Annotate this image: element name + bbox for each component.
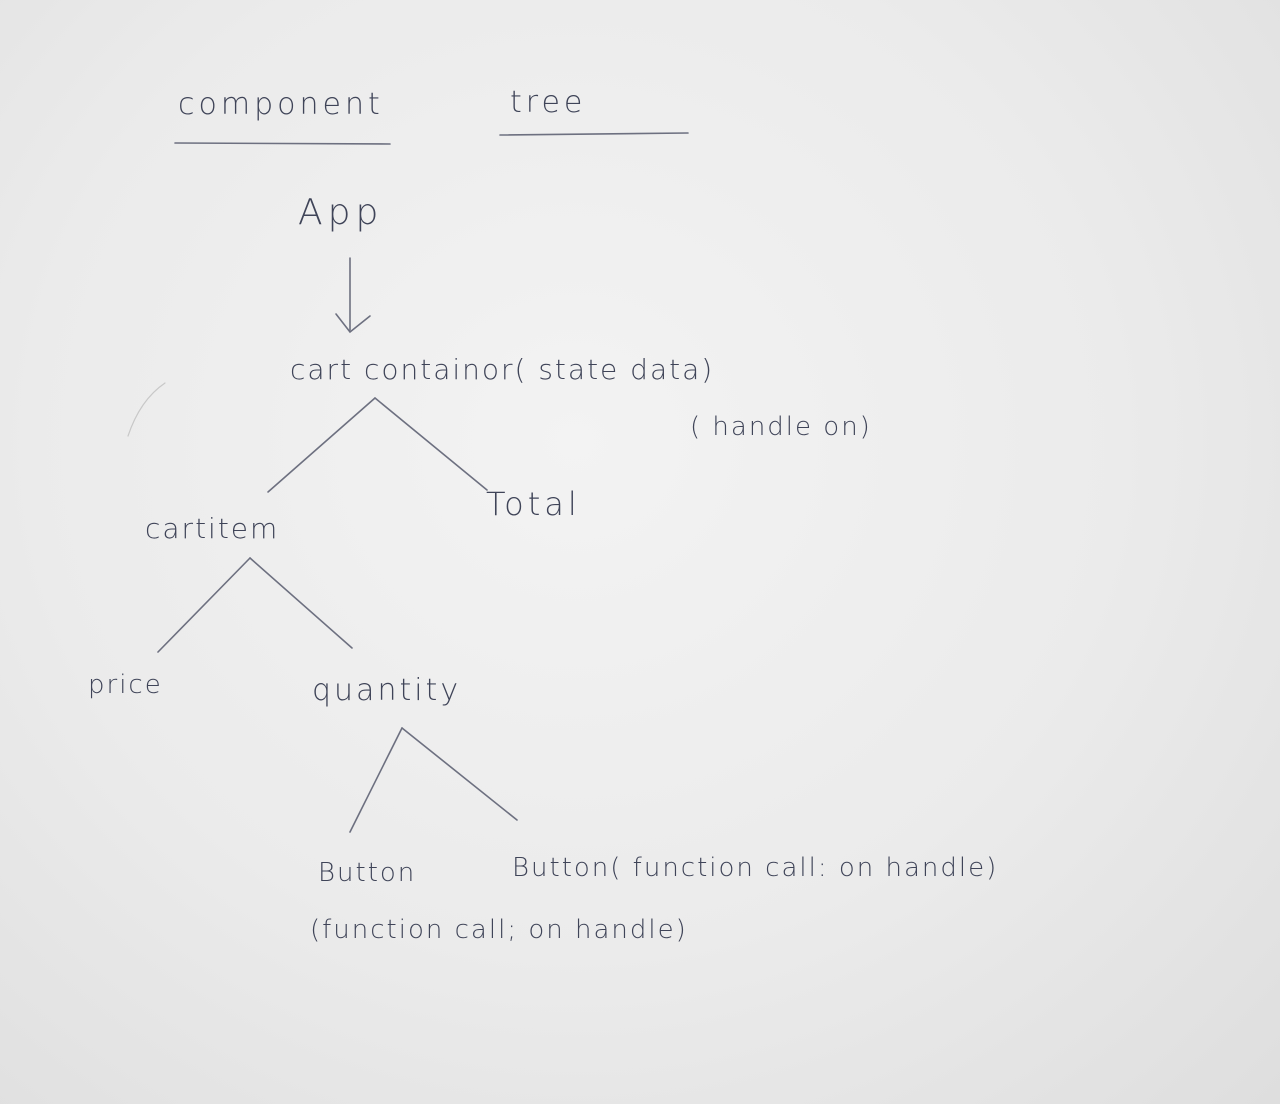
title-underline-right [499,132,689,136]
node-button-left: Button [318,858,417,888]
edge-container-to-total [374,397,488,491]
arrow-head-icon [335,313,371,334]
edge-container-to-cartitem [267,397,376,493]
title-word-component: component [178,87,384,122]
stray-mark [127,382,166,437]
node-button-left-note: (function call; on handle) [310,915,688,945]
node-price: price [88,670,163,700]
node-button-right: Button( function call: on handle) [512,853,999,883]
title-underline-left [174,142,391,145]
node-cart-container: cart containor( state data) [290,353,715,386]
node-app: App [298,192,384,233]
edge-cartitem-to-price [157,557,251,653]
edge-quantity-to-button-1 [349,727,403,833]
node-total: Total [486,485,581,523]
node-quantity: quantity [312,673,462,708]
edge-quantity-to-button-2 [401,727,518,821]
title-word-tree: tree [510,85,587,120]
node-cart-container-note: ( handle on) [690,412,872,442]
node-cartitem: cartitem [145,512,280,545]
edge-cartitem-to-quantity [249,557,353,649]
